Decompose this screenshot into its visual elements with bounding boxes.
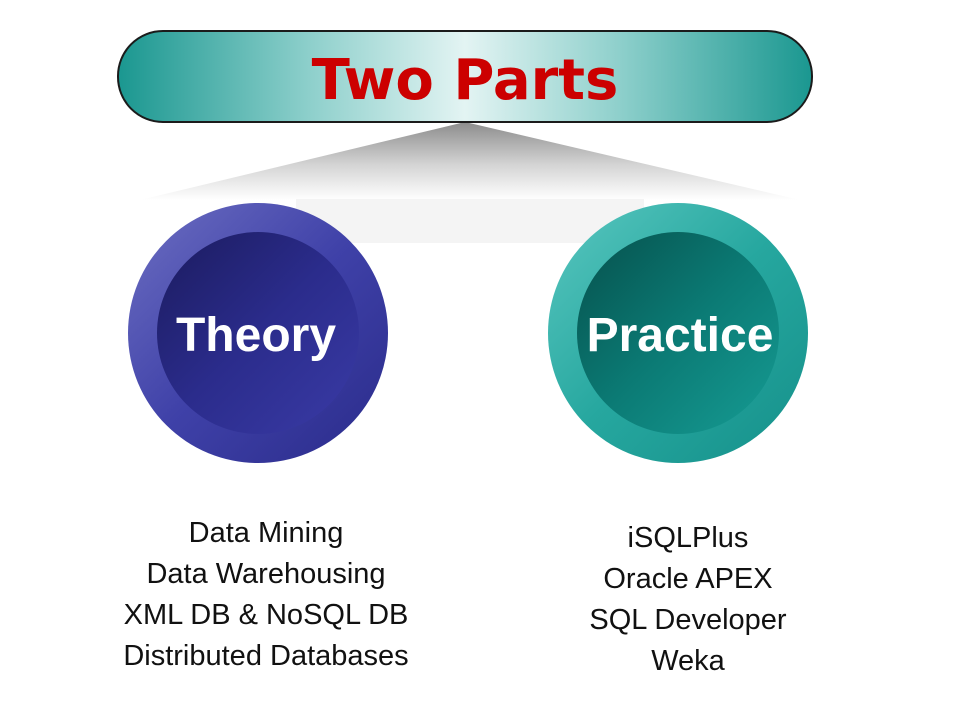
connector-cone xyxy=(140,122,800,200)
practice-item-weka: Weka xyxy=(651,645,725,677)
practice-circle: Practice xyxy=(548,203,808,463)
theory-item-distributed-db: Distributed Databases xyxy=(123,640,409,672)
practice-item-isqlplus: iSQLPlus xyxy=(627,522,749,554)
title-text: Two Parts xyxy=(312,48,619,113)
theory-item-data-mining: Data Mining xyxy=(188,517,344,549)
title-banner xyxy=(117,30,813,123)
practice-label: Practice xyxy=(587,309,774,362)
practice-item-sql-developer: SQL Developer xyxy=(589,604,787,636)
theory-circle: Theory xyxy=(128,203,388,463)
theory-item-xml-nosql: XML DB & NoSQL DB xyxy=(123,599,409,631)
theory-label: Theory xyxy=(176,309,336,362)
practice-item-oracle-apex: Oracle APEX xyxy=(603,563,773,595)
theory-item-data-warehousing: Data Warehousing xyxy=(146,558,386,590)
practice-tool-list: iSQLPlus Oracle APEX SQL Developer Weka xyxy=(488,518,888,682)
connector-base xyxy=(296,199,644,243)
theory-topic-list: Data Mining Data Warehousing XML DB & No… xyxy=(66,513,466,677)
